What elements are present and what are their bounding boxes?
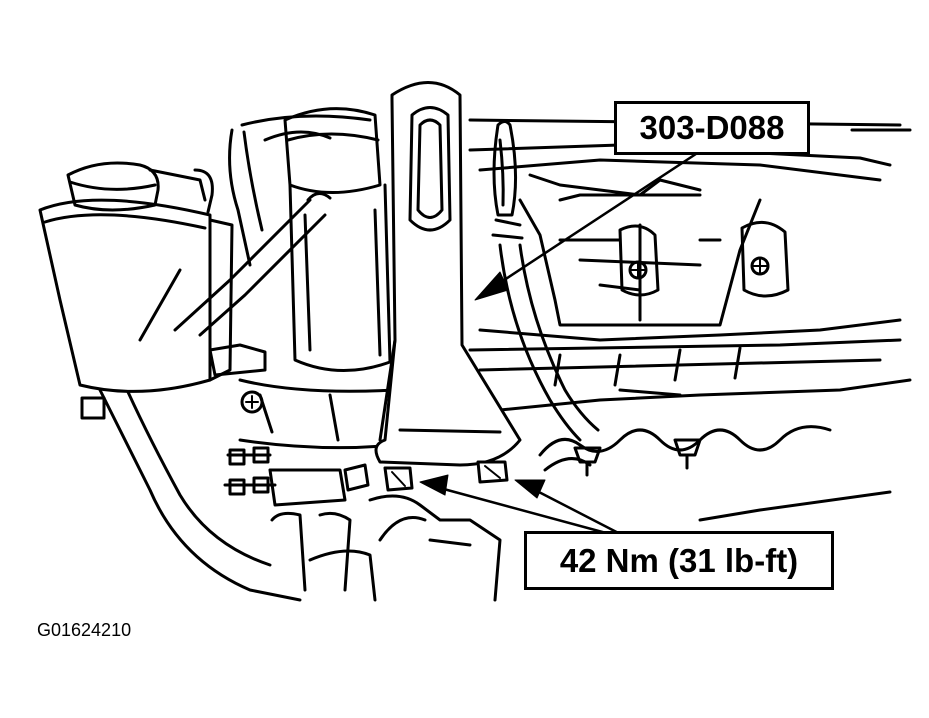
tool-callout-label: 303-D088 — [614, 101, 810, 155]
tool-bolt-left — [383, 466, 414, 492]
intake-housing — [343, 463, 502, 602]
dipstick — [491, 120, 600, 442]
engine-block — [468, 118, 912, 522]
figure-id: G01624210 — [37, 620, 132, 640]
special-tool-303-D088 — [374, 81, 522, 492]
filter-canister — [228, 107, 397, 450]
stud-boss-right — [740, 220, 790, 298]
tool-bolt-right — [476, 460, 509, 484]
tool-leader-line — [474, 146, 707, 301]
torque-callout-label: 42 Nm (31 lb-ft) — [524, 531, 834, 590]
clip-pin-left — [573, 446, 602, 477]
stud-boss-left — [618, 224, 660, 297]
clip-pin-right — [673, 438, 702, 470]
vacuum-hose — [173, 192, 332, 337]
left-bracket — [208, 343, 377, 602]
